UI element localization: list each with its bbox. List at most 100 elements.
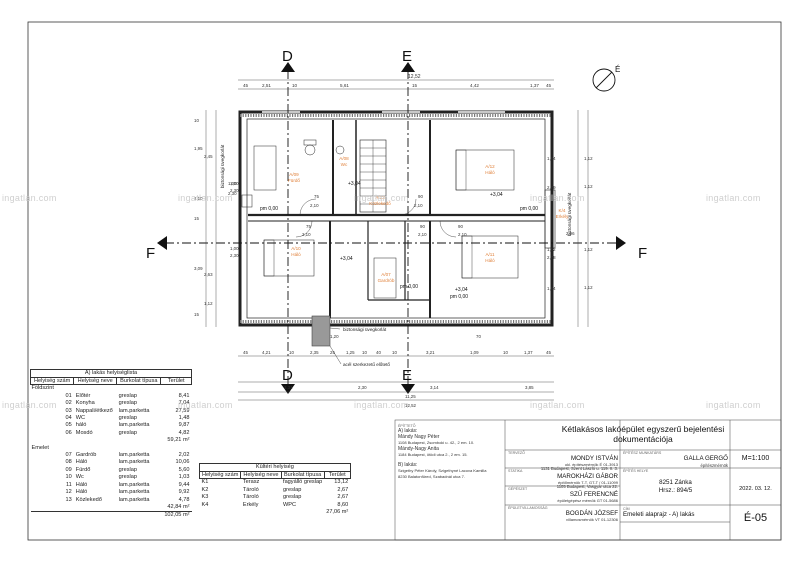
subtotal: 42,84 m² xyxy=(167,503,190,510)
annotation-glass-rail: biztonsági üvegkorlát xyxy=(220,144,225,188)
location-line: 8251 Zánka xyxy=(659,479,692,487)
dim-right: 1,84 xyxy=(547,156,556,161)
watermark: ingatlan.com xyxy=(706,400,761,410)
dim-bottom-seg: 10 xyxy=(392,350,397,355)
door-dim: 75 xyxy=(314,194,319,199)
location-line: Hrsz.: 894/5 xyxy=(658,486,693,494)
door-dim: 2,10 xyxy=(414,203,423,208)
axis-label-d-top: D xyxy=(282,48,293,65)
room-code: K/4 xyxy=(559,208,566,213)
north-label: É xyxy=(615,65,620,74)
sheet-number-box: É-05 xyxy=(730,507,781,529)
door-dim: 2,10 xyxy=(418,232,427,237)
annotation-glass-rail: biztonsági üvegkorlát xyxy=(567,192,572,236)
watermark: ingatlan.com xyxy=(178,193,233,203)
location-label: ÉPÍTÉS HELYE xyxy=(623,469,649,473)
dim-left: 2,10 xyxy=(194,196,203,201)
location-block: ÉPÍTÉS HELYE 8251 Zánka Hrsz.: 894/5 xyxy=(623,469,728,494)
dim-bottom-row3: 11,25 xyxy=(405,394,416,399)
room-name: Erkély xyxy=(556,214,569,219)
dim-left: 3,09 xyxy=(194,266,203,271)
dim-bottom-seg: 45 xyxy=(243,350,248,355)
door-dim: 2,10 xyxy=(310,203,319,208)
level-mark: pm 0,00 xyxy=(400,284,418,290)
level-mark: pm 0,00 xyxy=(450,294,468,300)
door-dim: 90 xyxy=(420,224,425,229)
mechanical-block: GÉPÉSZET SZŰ FERENCNÉ épületgépész mérnö… xyxy=(508,487,618,503)
title-block-grid xyxy=(394,419,782,541)
dim-top-seg: 45 xyxy=(243,83,249,88)
partner-name: GALLA GERGŐ xyxy=(683,455,728,463)
dim-left: 2,45 xyxy=(204,154,213,159)
dim-left: 1,00 xyxy=(228,181,237,186)
dim-top-seg: 45 xyxy=(546,83,552,88)
room-name: Háló xyxy=(485,170,495,175)
dimension-lines xyxy=(205,79,589,401)
room-code: A/12 xyxy=(485,164,495,169)
axis-label-f-left: F xyxy=(146,245,155,262)
project-title-line: dokumentációja xyxy=(613,434,673,444)
level-mark: +3,04 xyxy=(348,181,361,187)
room-code: A/09 xyxy=(289,172,299,177)
room-code: A/10 xyxy=(291,246,301,251)
dim-left: 1,12 xyxy=(204,301,213,306)
scale: M=1:100 xyxy=(741,455,770,462)
dim-right: 1,12 xyxy=(547,247,556,252)
project-title-line: Kétlakásos lakóépület egyszerű bejelenté… xyxy=(561,424,725,434)
statics-label: STATIKA xyxy=(508,469,523,473)
client-b-line: 8230 Balatonfüred, Szabadnál utca 7. xyxy=(398,474,465,480)
dim-bottom-seg: 45 xyxy=(546,350,551,355)
dim-top-seg: 4,42 xyxy=(470,83,479,88)
statics-line: építőmérnök T-T, GT-T / 01-11099 xyxy=(557,479,618,485)
room-name: Háló xyxy=(485,258,495,263)
dim-bottom-seg: 10 xyxy=(362,350,367,355)
room-name: Háló xyxy=(291,252,301,257)
door-dim: 2,10 xyxy=(458,232,467,237)
date: 2022. 03. 12. xyxy=(739,486,772,492)
room-code: A/07 xyxy=(381,272,391,277)
statics-name: MAROKHÁZI GÁBOR xyxy=(557,473,618,481)
axis-label-e-top: E xyxy=(402,48,412,65)
sheet-title-block: CÍM Emeleti alaprajz - A) lakás xyxy=(623,507,728,519)
dim-bottom-seg: 10 xyxy=(503,350,508,355)
client-b: B) lakás: xyxy=(398,462,418,469)
sheet-number: É-05 xyxy=(743,512,768,524)
room-name: Wc xyxy=(341,162,348,167)
room-list-table-a: A) lakás helyiséglista Helyiség szám Hel… xyxy=(29,368,192,520)
col-header: Helyiség szám xyxy=(198,471,242,480)
room-code: A/13 xyxy=(375,195,385,200)
client-a: A) lakás: xyxy=(398,428,418,435)
door-dim: 90 xyxy=(418,194,423,199)
electrical-label: ÉPÜLETVILLAMOSSÁG xyxy=(508,506,548,510)
electrical-block: ÉPÜLETVILLAMOSSÁG BOGDÁN JÓZSEF villamos… xyxy=(508,506,618,522)
designer-line: 1131 Budapest, Szent László u. 119. II. … xyxy=(540,466,618,472)
room-code: A/08 xyxy=(339,156,349,161)
dim-top-seg: 5,61 xyxy=(340,83,349,88)
annotation-glass-rail: biztonsági üvegkorlát xyxy=(343,327,387,332)
door-dim: 2,30 xyxy=(230,188,239,193)
outdoor-table-title: Kültéri helyiség xyxy=(199,462,351,472)
watermark: ingatlan.com xyxy=(2,400,57,410)
dim-right: 2,78 xyxy=(547,255,556,260)
dim-bottom-seg: 2,35 xyxy=(310,350,319,355)
level-mark: +3,04 xyxy=(490,192,503,198)
grand-total: 102,05 m² xyxy=(160,511,192,520)
door-dim: 1,12 xyxy=(584,285,593,290)
door-dim: 2,30 xyxy=(230,253,239,258)
client-a-line: 1108 Budapest, Zsomboki u. 42., 2 em. 10… xyxy=(398,440,475,446)
electrical-name: BOGDÁN JÓZSEF xyxy=(565,510,618,518)
statics-line: 1105 Budapest, Vasgyár utca 22. xyxy=(556,484,618,490)
door-dim: 1,12 xyxy=(584,156,593,161)
scale-box: M=1:100 xyxy=(730,450,781,468)
statics-block: STATIKA MAROKHÁZI GÁBOR építőmérnök T-T,… xyxy=(508,469,618,490)
level-mark: +3,04 xyxy=(455,287,468,293)
client-a-line: Mándy-Nagy Anita xyxy=(398,446,439,453)
dim-bottom-row2: 2,30 xyxy=(358,385,367,390)
